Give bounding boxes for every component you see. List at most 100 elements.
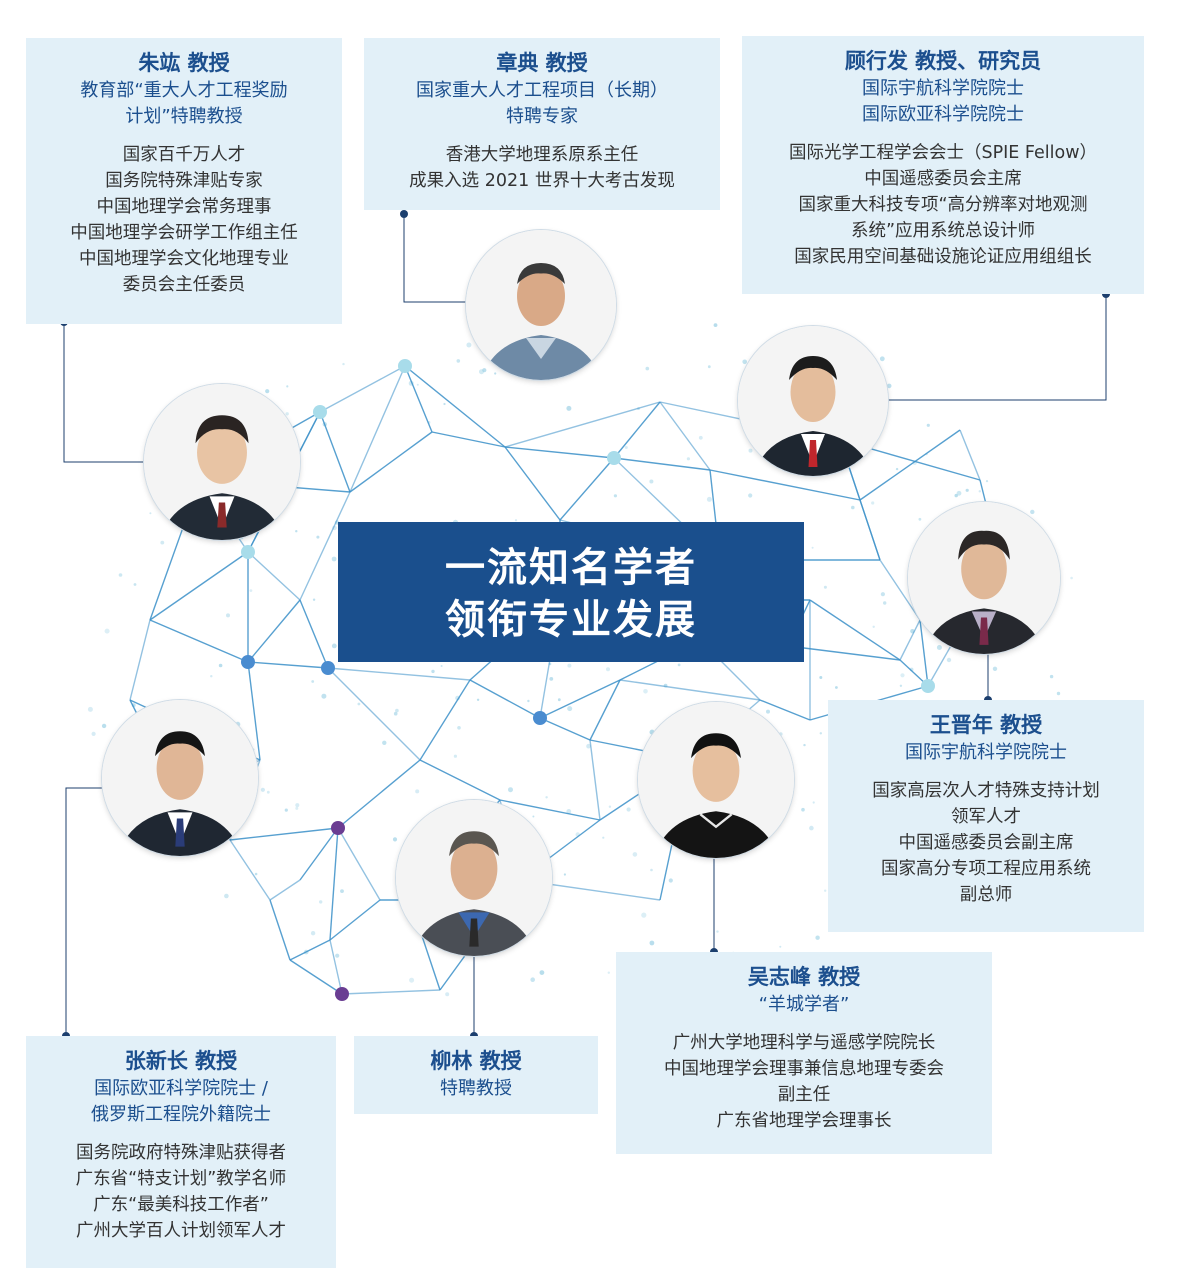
scatter-dot xyxy=(549,677,554,681)
network-node xyxy=(241,545,255,559)
scatter-dot xyxy=(224,893,229,899)
portrait-wang xyxy=(908,502,1060,654)
network-node xyxy=(331,821,345,835)
network-edge xyxy=(504,446,561,521)
network-edge xyxy=(879,559,921,621)
scatter-dot xyxy=(883,601,887,605)
scatter-dot xyxy=(706,496,712,502)
scatter-dot xyxy=(284,808,288,812)
network-node xyxy=(321,661,335,675)
scatter-dot xyxy=(606,667,610,672)
scholar-duty: 委员会主任委员 xyxy=(122,275,246,295)
scatter-dot xyxy=(563,873,567,876)
scatter-dot xyxy=(716,930,719,933)
scatter-dot xyxy=(1049,674,1054,679)
network-node xyxy=(607,451,621,465)
scatter-dot xyxy=(1070,576,1073,580)
network-edge xyxy=(919,619,929,687)
scatter-dot xyxy=(453,754,457,758)
scatter-dot xyxy=(443,402,446,406)
scatter-dot xyxy=(514,519,518,522)
portrait-liu xyxy=(396,800,552,956)
scatter-dot xyxy=(602,836,605,839)
network-node xyxy=(313,405,327,419)
network-edge xyxy=(619,679,761,701)
network-edge xyxy=(589,739,601,821)
scatter-dot xyxy=(895,467,899,471)
network-edge xyxy=(337,827,381,901)
network-edge xyxy=(247,661,261,761)
center-title-line2: 领衔专业发展 xyxy=(445,597,697,643)
scatter-dot xyxy=(160,540,165,545)
network-edge xyxy=(299,491,351,601)
network-edge xyxy=(327,667,471,681)
card-connector-dot xyxy=(400,210,408,218)
scatter-dot xyxy=(286,385,289,388)
network-edge xyxy=(539,679,621,719)
scatter-dot xyxy=(650,868,653,872)
center-title-box: 一流知名学者 领衔专业发展 xyxy=(338,522,804,662)
scatter-dot xyxy=(295,803,300,808)
scholar-honor: 国际欧亚科学院院士 xyxy=(862,104,1024,125)
network-edge xyxy=(299,827,339,881)
scholar-duty: 香港大学地理系原系主任 xyxy=(445,145,639,165)
network-edge xyxy=(419,759,501,801)
scholar-card-zhu: 朱竑 教授 教育部“重大人才工程奖励 计划”特聘教授 国家百千万人才 国务院特殊… xyxy=(26,38,342,324)
network-edge xyxy=(247,599,301,663)
scholar-duty: 国家高层次人才特殊支持计划 xyxy=(872,781,1100,801)
scatter-dot xyxy=(918,517,922,521)
scatter-dot xyxy=(104,628,110,634)
scatter-dot xyxy=(285,412,289,416)
scholar-duty: 中国地理学会理事兼信息地理专委会 xyxy=(664,1059,944,1079)
portrait-gu xyxy=(738,326,888,476)
network-edge xyxy=(229,839,271,901)
scatter-dot xyxy=(779,945,782,948)
scatter-dot xyxy=(978,490,981,493)
scatter-dot xyxy=(936,645,942,650)
network-node xyxy=(398,359,412,373)
network-edge xyxy=(299,599,329,669)
network-edge xyxy=(289,939,331,961)
scholar-name: 吴志峰 教授 xyxy=(747,965,861,989)
network-edge xyxy=(613,457,711,471)
scatter-dot xyxy=(835,686,838,689)
scatter-dot xyxy=(118,573,123,577)
network-edge xyxy=(329,939,343,995)
scatter-dot xyxy=(476,698,480,701)
scatter-dot xyxy=(342,362,345,366)
scatter-dot xyxy=(851,505,855,510)
scatter-dot xyxy=(698,435,703,440)
network-edge xyxy=(589,679,621,741)
scholar-duty: 中国遥感委员会主席 xyxy=(864,169,1022,189)
scatter-dot xyxy=(335,953,340,958)
scholar-duty: 系统”应用系统总设计师 xyxy=(850,221,1036,241)
scholar-duty: 中国地理学会研学工作组主任 xyxy=(70,223,298,243)
scatter-dot xyxy=(824,889,827,892)
network-node xyxy=(335,987,349,1001)
scholar-duty: 广州大学百人计划领军人才 xyxy=(76,1221,286,1241)
scholar-duty: 中国地理学会常务理事 xyxy=(96,197,272,217)
scholar-duty: 广东省地理学会理事长 xyxy=(716,1111,892,1131)
scatter-dot xyxy=(823,585,827,589)
scatter-dot xyxy=(801,807,805,812)
scatter-dot xyxy=(649,940,655,946)
network-edge xyxy=(899,619,921,661)
portrait-zhang-xin xyxy=(102,700,258,856)
scatter-dot xyxy=(415,789,420,794)
scatter-dot xyxy=(530,977,535,982)
scholar-duty: 国际光学工程学会会士（SPIE Fellow） xyxy=(788,143,1098,163)
scatter-dot xyxy=(494,372,497,375)
network-edge xyxy=(539,717,591,741)
scatter-dot xyxy=(431,669,435,674)
card-connector-line xyxy=(403,214,468,303)
scholar-honor: 特聘教授 xyxy=(440,1078,512,1099)
network-edge xyxy=(319,411,351,493)
scatter-dot xyxy=(880,592,886,597)
scatter-dot xyxy=(686,457,691,461)
scholar-name: 王晋年 教授 xyxy=(929,713,1043,737)
scatter-dot xyxy=(1056,691,1061,696)
scatter-dot xyxy=(879,356,885,362)
scholar-duty: 领军人才 xyxy=(951,807,1021,827)
network-edge xyxy=(319,365,406,413)
network-edge xyxy=(419,679,471,761)
